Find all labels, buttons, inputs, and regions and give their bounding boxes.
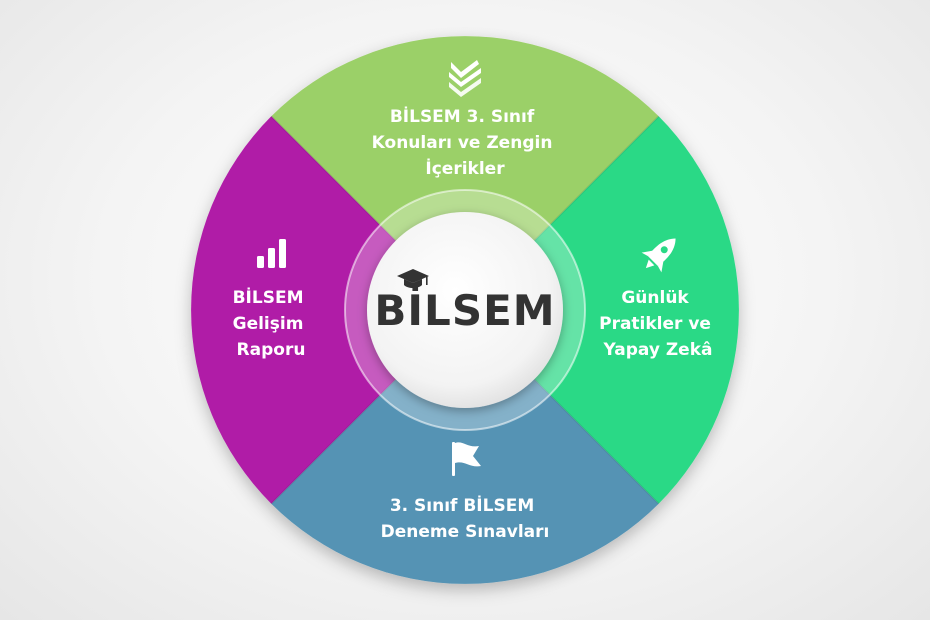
segment-right-wedge [465, 116, 739, 504]
graduation-cap-icon [397, 269, 429, 288]
segment-right [465, 116, 739, 504]
segment-top [271, 36, 659, 311]
segment-left-label: BİLSEM Gelişim Raporu [233, 286, 310, 360]
segment-left [191, 116, 465, 504]
center-disc [367, 212, 563, 408]
center-logo-text: BİLSEM [374, 285, 555, 335]
segment-top-label: BİLSEM 3. Sınıf Konuları ve Zengin İçeri… [372, 105, 559, 179]
segment-left-wedge [191, 116, 465, 504]
segment-top-wedge [271, 36, 659, 311]
segment-right-label: Günlük Pratikler ve Yapay Zekâ [599, 288, 717, 360]
rocket-icon [641, 238, 676, 273]
layers-check-icon [449, 60, 481, 97]
bar-chart-icon [257, 239, 286, 268]
segment-bottom-label: 3. Sınıf BİLSEM Deneme Sınavları [381, 494, 550, 542]
flag-icon [452, 442, 481, 476]
